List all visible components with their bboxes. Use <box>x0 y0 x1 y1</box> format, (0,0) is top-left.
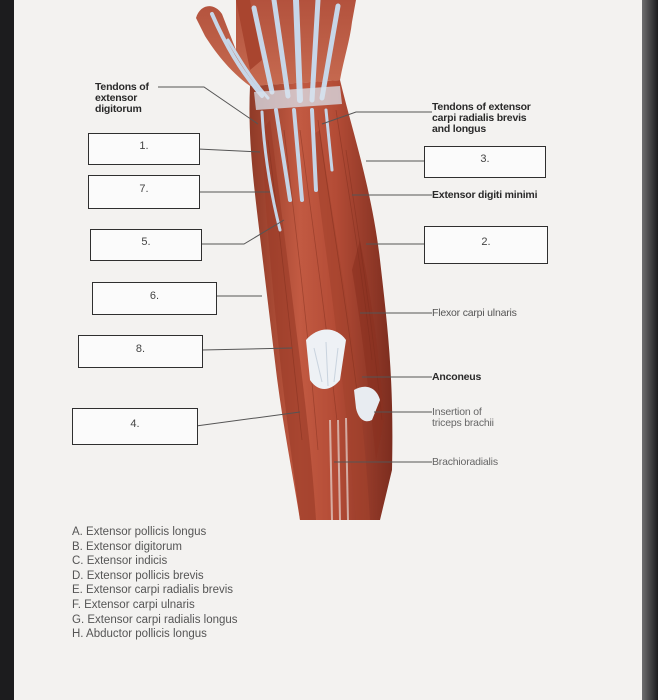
answer-choice: C. Extensor indicis <box>72 555 168 568</box>
blank-number: 4. <box>130 417 140 430</box>
blank-box-3[interactable]: 3. <box>424 146 546 178</box>
blank-box-4[interactable]: 4. <box>72 408 198 445</box>
blank-number: 5. <box>141 236 151 248</box>
label-insertion-triceps: Insertion of triceps brachii <box>432 407 494 429</box>
blank-number: 1. <box>139 140 149 152</box>
label-tendons-extensor-digitorum: Tendons of extensor digitorum <box>95 82 149 115</box>
blank-box-6[interactable]: 6. <box>92 282 217 315</box>
answer-choice-list: A. Extensor pollicis longus B. Extensor … <box>72 525 238 642</box>
blank-number: 7. <box>139 183 149 195</box>
blank-number: 3. <box>480 153 490 165</box>
answer-choice: B. Extensor digitorum <box>72 540 182 553</box>
answer-choice: E. Extensor carpi radialis brevis <box>72 584 234 597</box>
label-line: Insertion of <box>432 406 482 418</box>
answer-choice: G. Extensor carpi radialis longus <box>72 613 238 626</box>
label-flexor-carpi-ulnaris: Flexor carpi ulnaris <box>432 307 517 319</box>
blank-box-7[interactable]: 7. <box>88 175 200 209</box>
blank-number: 6. <box>149 289 160 302</box>
label-line: extensor <box>95 92 138 104</box>
answer-choice: H. Abductor pollicis longus <box>72 628 207 641</box>
label-line: and longus <box>432 123 486 135</box>
label-anconeus: Anconeus <box>432 371 482 383</box>
answer-choice: D. Extensor pollicis brevis <box>72 569 204 582</box>
blank-box-8[interactable]: 8. <box>78 335 203 368</box>
blank-box-5[interactable]: 5. <box>90 229 202 261</box>
blank-box-1[interactable]: 1. <box>88 133 200 165</box>
label-extensor-digiti-minimi: Extensor digiti minimi <box>432 189 538 201</box>
blank-number: 2. <box>481 236 491 248</box>
photo-edge-shadow <box>642 0 658 700</box>
label-brachioradialis: Brachioradialis <box>432 456 498 468</box>
label-line: carpi radialis brevis <box>432 112 527 124</box>
label-line: digitorum <box>95 103 142 115</box>
answer-choice: F. Extensor carpi ulnaris <box>72 598 195 611</box>
label-line: Tendons of <box>95 81 149 93</box>
label-line: Tendons of extensor <box>432 101 531 113</box>
label-line: triceps brachii <box>432 417 494 429</box>
label-tendons-ecr: Tendons of extensor carpi radialis brevi… <box>432 102 531 135</box>
blank-number: 8. <box>135 342 146 355</box>
blank-box-2[interactable]: 2. <box>424 226 548 264</box>
answer-choice: A. Extensor pollicis longus <box>72 526 207 538</box>
